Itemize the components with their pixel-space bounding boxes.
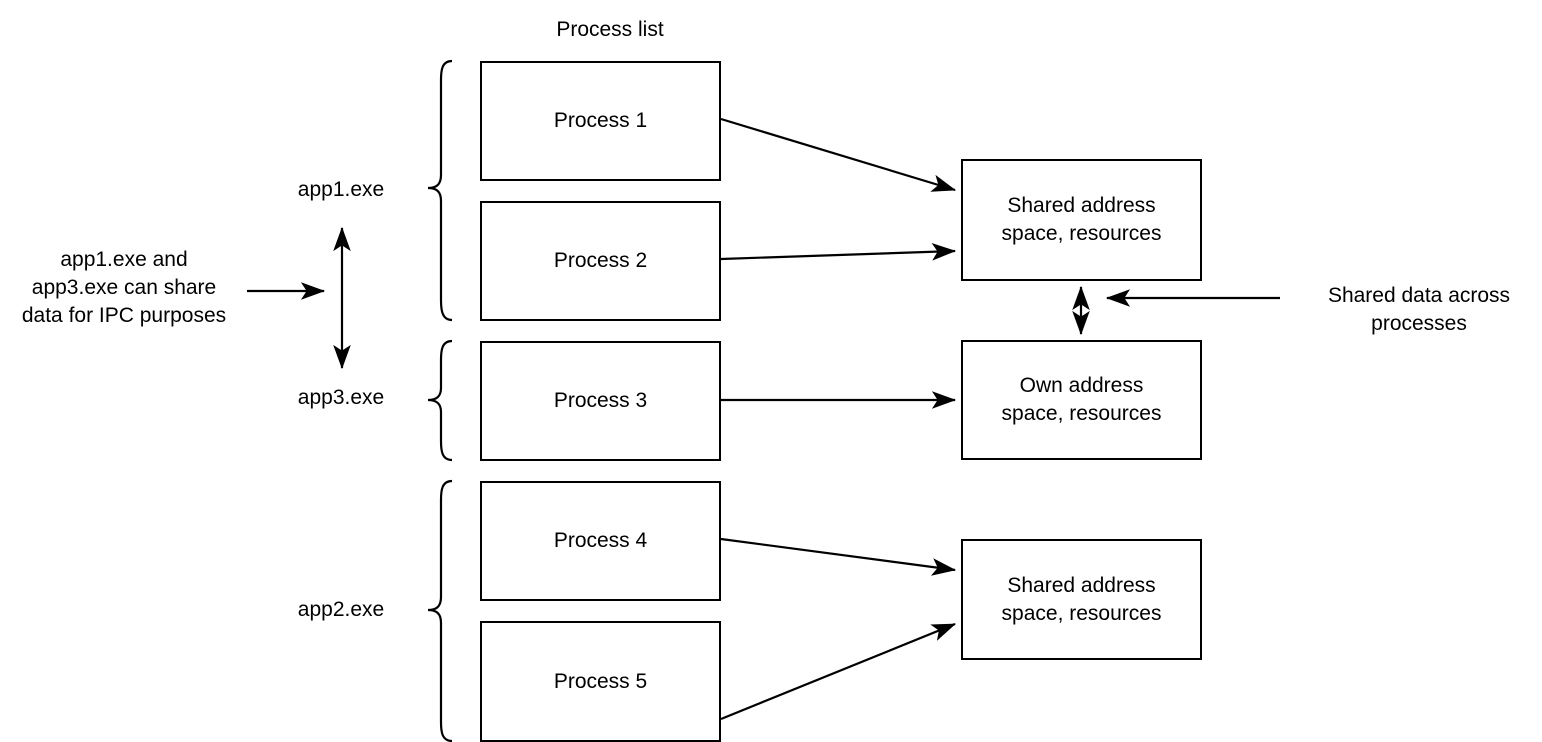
arrow-process1-to-shared-top [720,117,957,192]
memory-box-shared-top-line1: Shared address [1007,194,1156,218]
memory-box-shared-bottom-line1: Shared address [1007,573,1156,597]
memory-box-shared-top-line2: space, resources [1001,222,1162,245]
memory-box-shared-top[interactable]: Shared address space, resources [961,159,1202,281]
memory-box-shared-bottom-line2: space, resources [1001,601,1162,625]
process-box-3-label: Process 3 [553,389,648,413]
process-box-1[interactable]: Process 1 [480,61,721,181]
annotation-shared-data-note-line1: Shared data across [1327,284,1511,307]
arrow-process2-to-shared-top [720,242,957,261]
process-box-4-label: Process 4 [553,529,648,553]
memory-box-own[interactable]: Own address space, resources [961,340,1202,460]
page-title-text: Process list [556,18,664,41]
arrow-process5-to-shared-bottom [720,622,957,721]
annotation-ipc-note-line1: app1.exe and [60,248,188,271]
process-box-4[interactable]: Process 4 [480,481,721,601]
app-label-app2-text: app2.exe [297,598,385,621]
app-label-app3: app3.exe [275,384,407,412]
process-box-5-label: Process 5 [553,669,648,693]
annotation-shared-data-note-line2: processes [1371,312,1467,336]
page-title: Process list [505,16,715,44]
app-label-app3-text: app3.exe [297,386,385,409]
memory-box-own-line1: Own address [1019,374,1144,398]
process-box-5[interactable]: Process 5 [480,621,721,742]
annotation-ipc-note-line3: data for IPC purposes [21,304,227,328]
annotation-shared-data-note: Shared data across processes [1300,282,1538,338]
memory-box-shared-bottom[interactable]: Shared address space, resources [961,539,1202,660]
process-box-3[interactable]: Process 3 [480,341,721,461]
process-box-2-label: Process 2 [553,249,648,273]
annotation-ipc-note: app1.exe and app3.exe can share data for… [4,246,244,330]
app-label-app1-text: app1.exe [297,178,385,201]
process-box-1-label: Process 1 [553,109,648,133]
app-label-app1: app1.exe [275,176,407,204]
app-label-app2: app2.exe [275,596,407,624]
brace-app2 [427,479,453,742]
arrow-process4-to-shared-bottom [720,537,957,576]
annotation-ipc-note-line2: app3.exe can share [31,276,217,300]
memory-box-own-line2: space, resources [1001,402,1162,425]
brace-app1 [427,59,453,322]
process-box-2[interactable]: Process 2 [480,201,721,321]
brace-app3 [427,339,453,462]
